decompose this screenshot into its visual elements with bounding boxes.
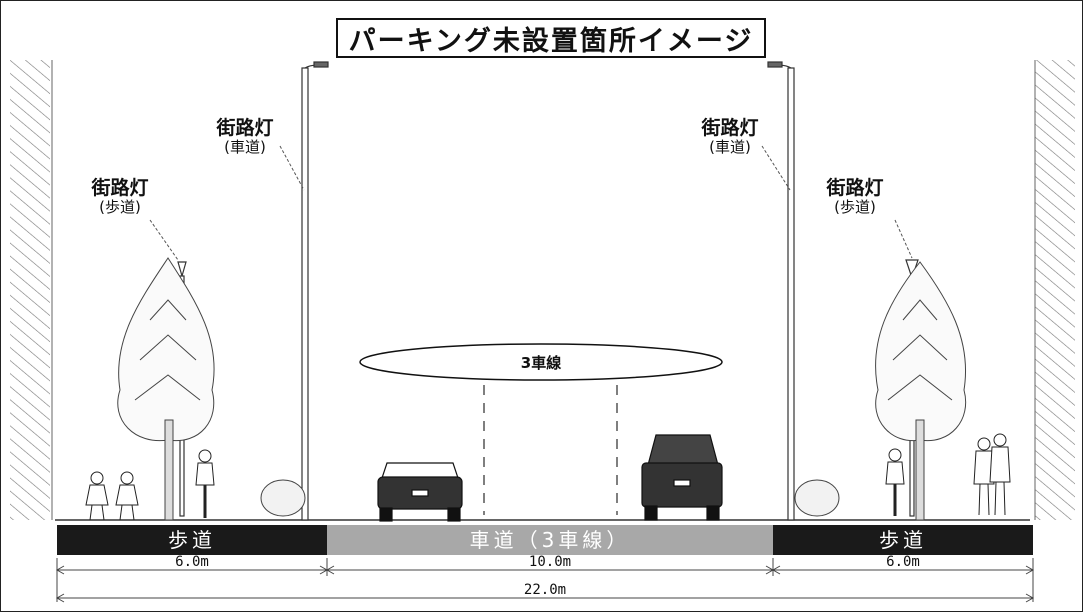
dimension-center: 10.0m xyxy=(528,554,572,570)
label-sub: (歩道) xyxy=(99,197,141,216)
lane-label-ellipse xyxy=(359,343,723,381)
right-sidewalk-label: 歩道 xyxy=(879,528,927,552)
roadway-label: 車道（3車線） xyxy=(469,528,631,552)
label-sidewalk-light-left: 街路灯 (歩道) xyxy=(80,178,160,215)
shrub-right xyxy=(794,479,840,517)
left-building-hatch xyxy=(10,60,50,520)
cyclist-left xyxy=(195,449,215,518)
label-sub: (歩道) xyxy=(834,197,876,216)
roadway-light-left xyxy=(301,61,329,521)
left-sidewalk-label: 歩道 xyxy=(168,528,216,552)
label-leaders xyxy=(149,145,913,261)
right-building-hatch xyxy=(1035,60,1075,520)
diagram-title: パーキング未設置箇所イメージ xyxy=(336,18,766,58)
label-roadway-light-left: 街路灯 (車道) xyxy=(205,118,285,155)
vehicle-left xyxy=(377,462,463,522)
shrub-left xyxy=(260,479,306,517)
pedestrians-right xyxy=(973,433,1011,516)
right-sidewalk-band xyxy=(773,525,1033,555)
label-roadway-light-right: 街路灯 (車道) xyxy=(690,118,770,155)
vehicle-right xyxy=(641,434,723,521)
roadway-light-right xyxy=(767,61,795,521)
label-main: 街路灯 xyxy=(826,177,884,199)
lane-count-label: 3車線 xyxy=(520,354,562,372)
label-main: 街路灯 xyxy=(216,117,274,139)
label-sidewalk-light-right: 街路灯 (歩道) xyxy=(815,178,895,215)
pedestrians-left xyxy=(85,471,139,521)
tree-left xyxy=(117,257,215,521)
dimension-lines xyxy=(55,558,1035,603)
left-sidewalk-band xyxy=(57,525,327,555)
dimension-right: 6.0m xyxy=(886,554,920,570)
label-main: 街路灯 xyxy=(701,117,759,139)
cyclist-right xyxy=(885,448,905,516)
dimension-left: 6.0m xyxy=(175,554,209,570)
roadway-band xyxy=(327,525,773,555)
tree-right xyxy=(875,261,967,521)
dimension-total: 22.0m xyxy=(523,582,567,598)
label-sub: (車道) xyxy=(709,137,751,156)
label-main: 街路灯 xyxy=(91,177,149,199)
label-sub: (車道) xyxy=(224,137,266,156)
